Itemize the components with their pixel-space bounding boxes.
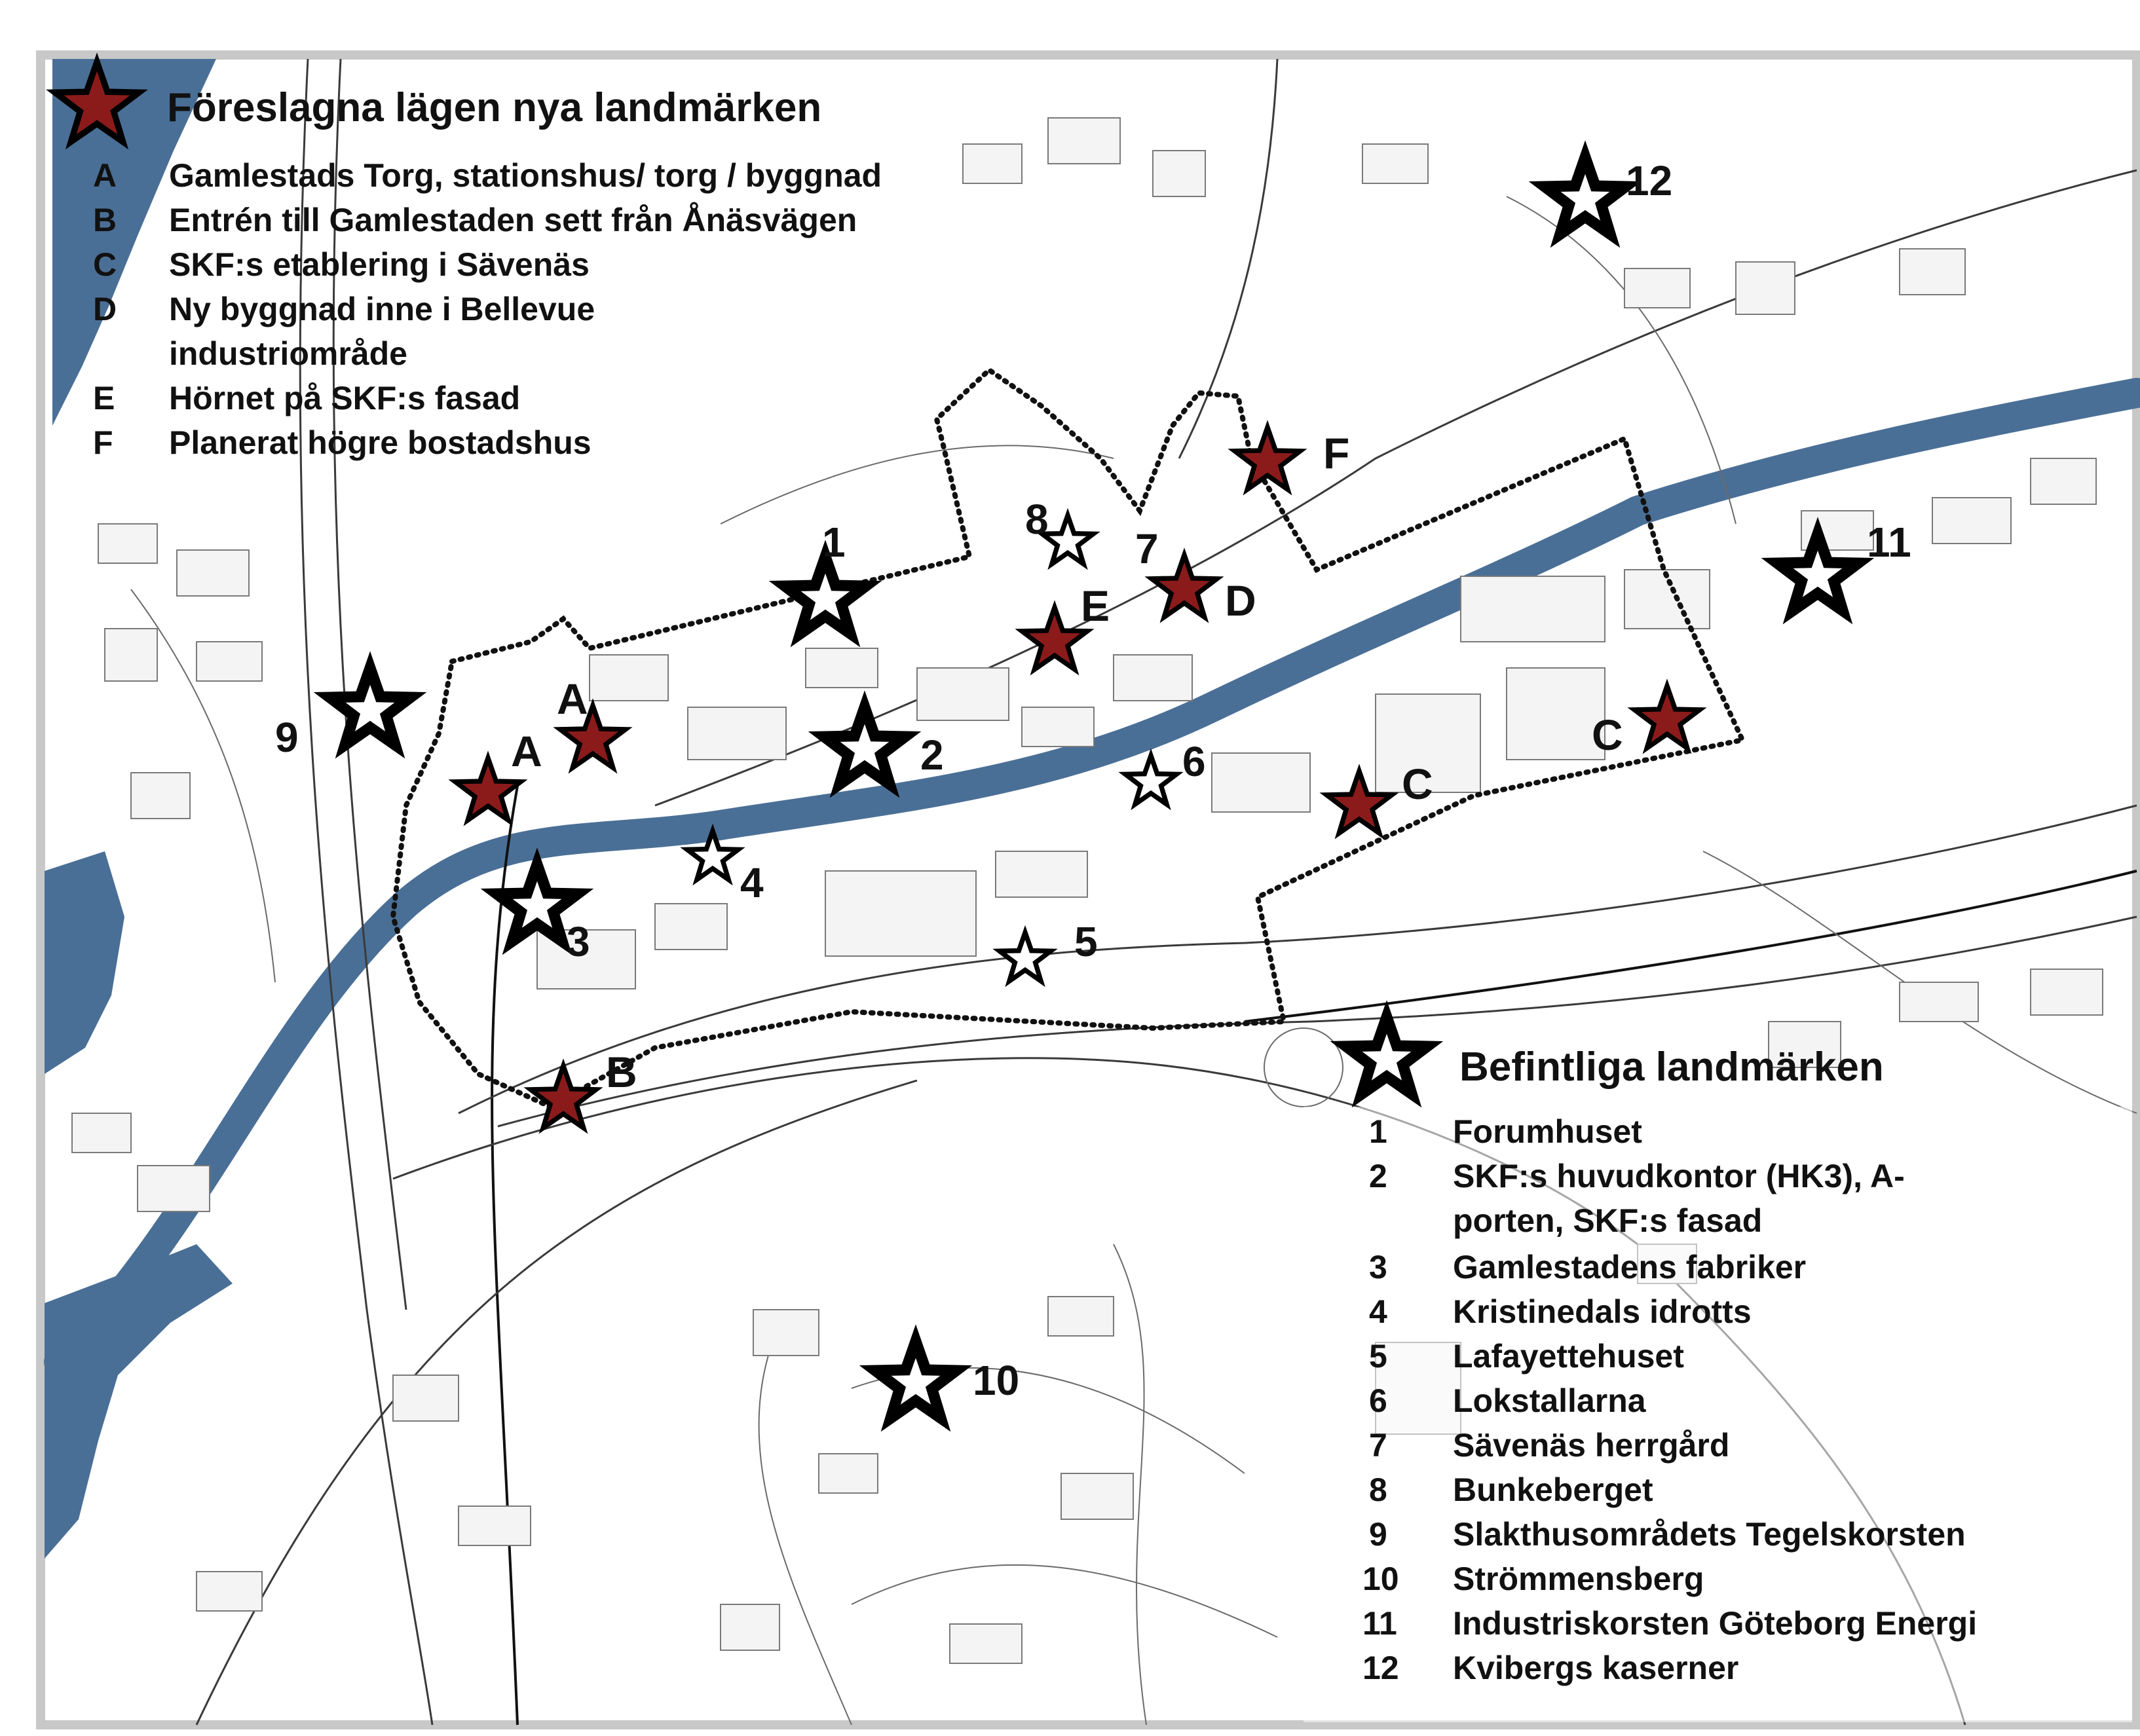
road-strommensberg-s (851, 1564, 1278, 1638)
legend-existing-text: Lokstallarna (1453, 1382, 1647, 1419)
legend-existing-text: Gamlestadens fabriker (1453, 1249, 1806, 1285)
legend-existing: Befintliga landmärken 1 Forumhuset 2 SKF… (1304, 1017, 2132, 1722)
legend-proposed-title: Föreslagna lägen nya landmärken (167, 85, 821, 130)
legend-proposed-key: E (93, 380, 115, 416)
legend-proposed-key: F (93, 424, 113, 461)
legend-existing-key: 10 (1362, 1561, 1399, 1597)
legend-existing-key: 5 (1369, 1338, 1387, 1375)
legend-existing-key: 12 (1362, 1650, 1399, 1686)
legend-existing-text: Kvibergs kaserner (1453, 1650, 1738, 1686)
legend-proposed-text: SKF:s etablering i Sävenäs (169, 246, 590, 283)
road-slakthus (130, 589, 276, 983)
road-strommensberg-e (1113, 1244, 1147, 1726)
road-savenas-south (497, 915, 2137, 1128)
existing-landmark-label-4: 4 (740, 859, 764, 906)
legend-existing-key: 8 (1369, 1471, 1387, 1508)
proposed-landmark-label-C1: C (1402, 760, 1433, 808)
road-north-east (654, 169, 2137, 807)
legend-proposed: Föreslagna lägen nya landmärken A Gamles… (55, 62, 882, 461)
legend-proposed-text: Entrén till Gamlestaden sett från Ånäsvä… (169, 202, 857, 238)
legend-existing-text: Forumhuset (1453, 1113, 1642, 1150)
legend-existing-text: Bunkeberget (1453, 1471, 1653, 1508)
road-west-main (299, 58, 434, 1726)
legend-existing-key: 3 (1369, 1249, 1387, 1285)
legend-proposed-text: Gamlestads Torg, stationshus/ torg / byg… (169, 157, 882, 194)
legend-existing-title: Befintliga landmärken (1459, 1044, 1884, 1090)
west-water-inlet (45, 851, 124, 1074)
proposed-landmark-label-B: B (606, 1048, 637, 1096)
legend-existing-key: 1 (1369, 1113, 1387, 1150)
existing-landmark-label-12: 12 (1626, 157, 1672, 204)
existing-landmark-label-9: 9 (275, 714, 299, 761)
existing-landmark-label-2: 2 (920, 731, 944, 779)
railway-east (1244, 870, 2137, 1023)
legend-existing-text: Strömmensberg (1453, 1561, 1704, 1597)
existing-landmarks: 1 2 3 4 5 6 7 8 9 10 11 12 (275, 157, 1911, 1418)
legend-existing-text: Lafayettehuset (1453, 1338, 1684, 1375)
legend-existing-text: Industriskorsten Göteborg Energi (1453, 1605, 1977, 1642)
road-savenas (458, 804, 2137, 1115)
existing-landmark-label-8: 8 (1025, 496, 1049, 543)
legend-proposed-key: A (93, 157, 117, 194)
legend-existing-key: 9 (1369, 1516, 1387, 1553)
existing-landmark-label-6: 6 (1182, 738, 1206, 785)
legend-existing-key: 6 (1369, 1382, 1387, 1419)
existing-landmark-label-3: 3 (567, 918, 590, 965)
existing-landmark-label-10: 10 (973, 1357, 1019, 1404)
road-strommensberg-w (758, 1309, 852, 1726)
gota-alv-river (52, 59, 216, 426)
proposed-landmark-label-A1: A (557, 674, 588, 723)
existing-landmark-label-11: 11 (1867, 519, 1911, 566)
legend-existing-text: SKF:s huvudkontor (HK3), A- (1453, 1158, 1905, 1194)
legend-proposed-text: industriområde (169, 335, 407, 372)
existing-landmark-label-7: 7 (1135, 525, 1159, 572)
legend-proposed-key: C (93, 246, 117, 283)
road-west-parallel (332, 58, 407, 1310)
proposed-landmark-label-D: D (1225, 576, 1256, 625)
legend-existing-text: Sävenäs herrgård (1453, 1427, 1729, 1464)
legend-existing-key: 7 (1369, 1427, 1387, 1464)
map-frame (36, 50, 2140, 1729)
legend-existing-key: 11 (1362, 1605, 1397, 1642)
legend-proposed-text: Planerat högre bostadshus (169, 424, 591, 461)
road-bunkeberget (720, 445, 1114, 525)
legend-existing-key: 4 (1369, 1293, 1387, 1330)
road-southwest (195, 1079, 918, 1726)
legend-proposed-key: B (93, 202, 117, 238)
legend-existing-text: porten, SKF:s fasad (1453, 1202, 1762, 1239)
existing-landmark-label-1: 1 (822, 519, 846, 566)
proposed-landmark-label-C2: C (1592, 711, 1623, 759)
legend-proposed-key: D (93, 291, 117, 327)
legend-existing-key: 2 (1369, 1158, 1387, 1194)
proposed-landmark-label-F: F (1323, 429, 1349, 477)
legend-existing-text: Slakthusområdets Tegelskorsten (1453, 1516, 1966, 1553)
legend-proposed-text: Ny byggnad inne i Bellevue (169, 291, 595, 327)
proposed-landmarks: A A B C C D E F (455, 428, 1700, 1128)
proposed-landmark-label-A2: A (511, 727, 542, 775)
legend-existing-text: Kristinedals idrotts (1453, 1293, 1752, 1330)
legend-existing-panel (1304, 1107, 2132, 1722)
planning-area-boundary (390, 366, 1746, 1110)
proposed-landmark-label-E: E (1081, 582, 1110, 630)
legend-proposed-text: Hörnet på SKF:s fasad (169, 380, 520, 416)
road-north (1178, 58, 1279, 459)
existing-landmark-label-5: 5 (1074, 918, 1098, 965)
